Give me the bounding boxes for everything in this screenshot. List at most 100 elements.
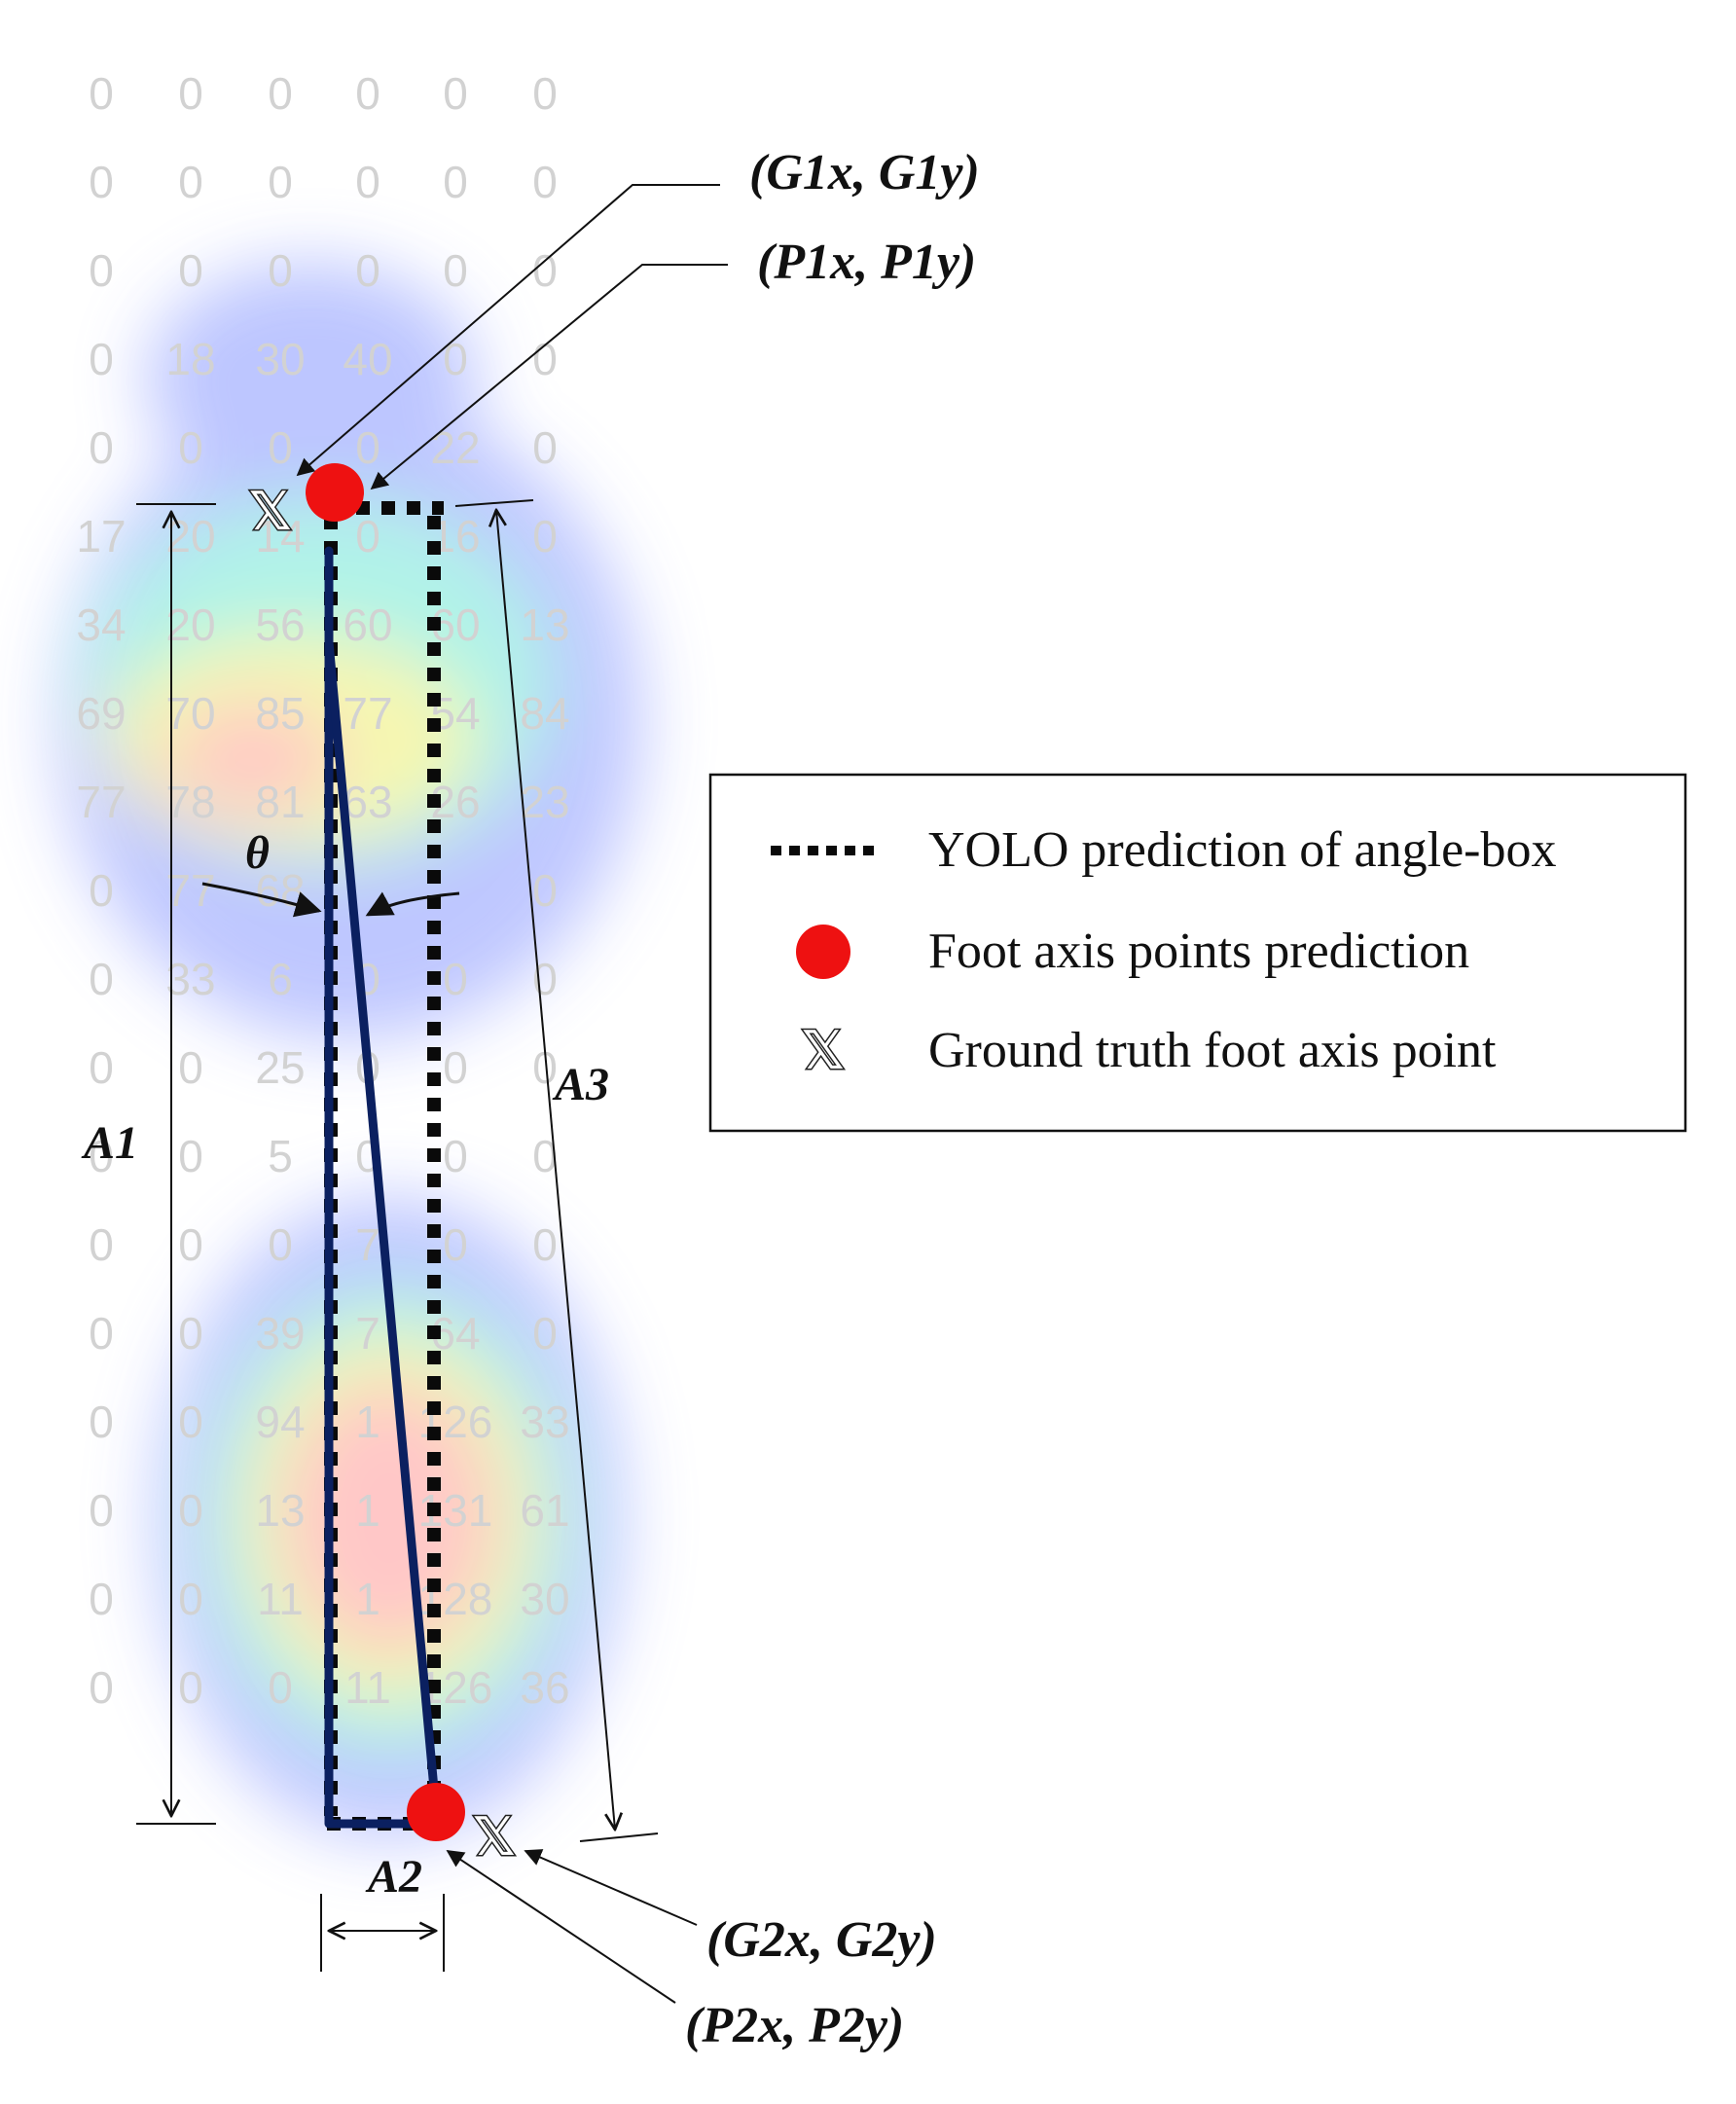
grid-cell-r1-c2: 0 — [268, 157, 293, 207]
grid-cell-r16-c5: 61 — [520, 1485, 569, 1536]
grid-cell-r4-c4: 22 — [430, 422, 480, 473]
grid-cell-r0-c2: 0 — [268, 68, 293, 119]
foot-axis — [324, 546, 441, 1829]
grid-cell-r12-c4: 0 — [443, 1131, 468, 1181]
grid-cell-r2-c1: 0 — [178, 245, 203, 296]
legend-label-prediction: Foot axis points prediction — [928, 924, 1469, 979]
grid-cell-r1-c0: 0 — [89, 157, 114, 207]
grid-cell-r15-c1: 0 — [178, 1397, 203, 1447]
grid-cell-r11-c1: 0 — [178, 1042, 203, 1093]
label-a3: A3 — [552, 1059, 609, 1110]
dimension-a1: A1 — [81, 503, 216, 1825]
grid-cell-r11-c2: 25 — [255, 1042, 305, 1093]
grid-cell-r0-c3: 0 — [355, 68, 380, 119]
grid-cell-r16-c3: 1 — [355, 1485, 380, 1536]
grid-cell-r1-c1: 0 — [178, 157, 203, 207]
grid-cell-r18-c1: 0 — [178, 1662, 203, 1713]
grid-cell-r3-c4: 0 — [443, 334, 468, 384]
callout-leaders — [296, 184, 728, 2004]
grid-cell-r3-c3: 40 — [343, 334, 392, 384]
grid-cell-r7-c5: 84 — [520, 688, 569, 739]
grid-cell-r17-c0: 0 — [89, 1574, 114, 1624]
grid-cell-r6-c3: 60 — [343, 599, 392, 650]
grid-cell-r13-c4: 0 — [443, 1219, 468, 1270]
grid-cell-r1-c3: 0 — [355, 157, 380, 207]
grid-cell-r5-c1: 20 — [165, 511, 215, 562]
grid-cell-r0-c4: 0 — [443, 68, 468, 119]
grid-cell-r4-c3: 0 — [355, 422, 380, 473]
grid-cell-r3-c2: 30 — [255, 334, 305, 384]
callout-g1: (G1x, G1y) — [749, 145, 980, 200]
grid-cell-r10-c4: 0 — [443, 954, 468, 1004]
grid-cell-r0-c1: 0 — [178, 68, 203, 119]
grid-cell-r2-c0: 0 — [89, 245, 114, 296]
grid-cell-r0-c5: 0 — [532, 68, 558, 119]
grid-cell-r6-c1: 20 — [165, 599, 215, 650]
grid-cell-r15-c3: 1 — [355, 1397, 380, 1447]
grid-cell-r2-c3: 0 — [355, 245, 380, 296]
grid-cell-r18-c5: 36 — [520, 1662, 569, 1713]
grid-cell-r17-c1: 0 — [178, 1574, 203, 1624]
callout-p2: (P2x, P2y) — [685, 1998, 904, 2053]
grid-cell-r17-c3: 1 — [355, 1574, 380, 1624]
grid-cell-r7-c0: 69 — [76, 688, 126, 739]
grid-cell-r12-c1: 0 — [178, 1131, 203, 1181]
legend-red-dot-icon — [796, 925, 850, 979]
grid-cell-r2-c4: 0 — [443, 245, 468, 296]
grid-cell-r3-c1: 18 — [165, 334, 215, 384]
grid-cell-r14-c2: 39 — [255, 1308, 305, 1359]
label-a1: A1 — [81, 1117, 138, 1169]
grid-cell-r11-c0: 0 — [89, 1042, 114, 1093]
grid-cell-r13-c1: 0 — [178, 1219, 203, 1270]
grid-cell-r7-c3: 77 — [343, 688, 392, 739]
grid-cell-r3-c0: 0 — [89, 334, 114, 384]
grid-cell-r3-c5: 0 — [532, 334, 558, 384]
ground-truth-mark-bottom: 𝕏 — [473, 1806, 516, 1868]
grid-cell-r5-c5: 0 — [532, 511, 558, 562]
dimension-a2: A2 — [320, 1851, 445, 1972]
grid-cell-r11-c4: 0 — [443, 1042, 468, 1093]
grid-cell-r14-c1: 0 — [178, 1308, 203, 1359]
dimension-a3: A3 — [454, 499, 659, 1842]
grid-cell-r2-c2: 0 — [268, 245, 293, 296]
grid-cell-r10-c2: 6 — [268, 954, 293, 1004]
grid-cell-r18-c0: 0 — [89, 1662, 114, 1713]
grid-cell-r6-c0: 34 — [76, 599, 126, 650]
grid-cell-r15-c0: 0 — [89, 1397, 114, 1447]
grid-cell-r17-c2: 11 — [257, 1574, 304, 1624]
callout-p1: (P1x, P1y) — [757, 235, 976, 290]
theta-angle: θ — [201, 827, 460, 918]
grid-cell-r8-c0: 77 — [76, 777, 126, 827]
ground-truth-mark-top: 𝕏 — [249, 481, 292, 542]
grid-cell-r7-c1: 70 — [165, 688, 215, 739]
grid-cell-r8-c2: 81 — [255, 777, 305, 827]
grid-cell-r13-c5: 0 — [532, 1219, 558, 1270]
grid-cell-r7-c2: 85 — [255, 688, 305, 739]
grid-cell-r18-c2: 0 — [268, 1662, 293, 1713]
grid-cell-r10-c1: 33 — [165, 954, 215, 1004]
grid-cell-r6-c2: 56 — [255, 599, 305, 650]
grid-cell-r1-c5: 0 — [532, 157, 558, 207]
grid-cell-r17-c5: 30 — [520, 1574, 569, 1624]
heat-blob-forefoot-hot — [165, 701, 341, 817]
grid-cell-r4-c0: 0 — [89, 422, 114, 473]
grid-cell-r8-c1: 78 — [165, 777, 215, 827]
grid-cell-r13-c2: 0 — [268, 1219, 293, 1270]
grid-cell-r4-c5: 0 — [532, 422, 558, 473]
grid-cell-r4-c1: 0 — [178, 422, 203, 473]
legend-x-mark-icon: 𝕏 — [802, 1020, 845, 1081]
grid-cell-r8-c5: 23 — [520, 777, 569, 827]
prediction-dot-bottom — [407, 1783, 465, 1841]
grid-cell-r14-c3: 7 — [355, 1308, 380, 1359]
callout-g2: (G2x, G2y) — [706, 1912, 937, 1968]
grid-cell-r9-c1: 77 — [165, 865, 215, 916]
label-a2: A2 — [365, 1851, 422, 1903]
grid-cell-r10-c0: 0 — [89, 954, 114, 1004]
grid-cell-r6-c5: 13 — [520, 599, 569, 650]
grid-cell-r9-c0: 0 — [89, 865, 114, 916]
grid-cell-r9-c5: 0 — [532, 865, 558, 916]
legend: YOLO prediction of angle-box Foot axis p… — [708, 773, 1687, 1133]
grid-cell-r12-c2: 5 — [268, 1131, 293, 1181]
